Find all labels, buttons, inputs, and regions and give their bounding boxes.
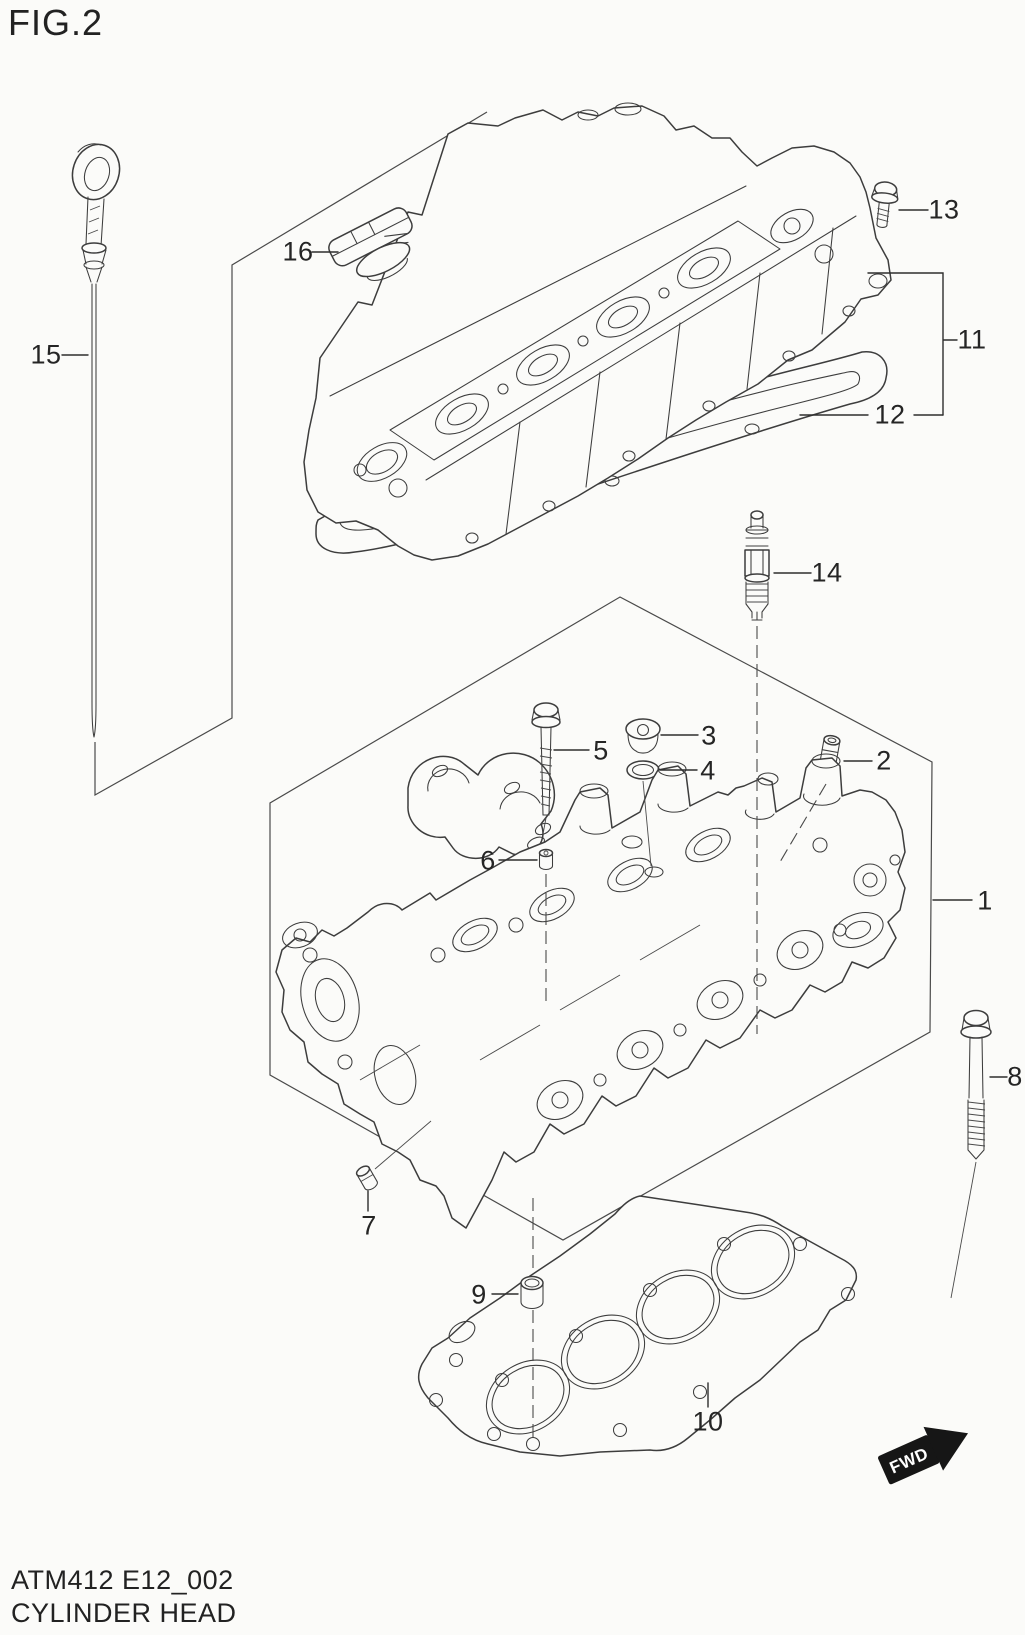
- plug-tube-hole: [621, 835, 643, 849]
- bracket-11: [867, 272, 958, 416]
- callout-label-4: 4: [700, 755, 716, 786]
- callout-label-16: 16: [282, 236, 314, 267]
- cover-end-boss: [814, 244, 834, 264]
- bolt-13-drawing: [871, 181, 899, 228]
- dipstick-drawing: [71, 143, 121, 738]
- callout-label-9: 9: [471, 1279, 487, 1310]
- cam-cap-drawing: [407, 752, 556, 860]
- sealing-cap-drawing: [625, 718, 661, 754]
- valve-cover-drawing: [303, 102, 892, 561]
- cover-bolt-hole: [497, 383, 509, 395]
- cover-front-ribs: [505, 227, 834, 535]
- cylinder-head-outline: [275, 757, 906, 1229]
- group-boundary-lines: [94, 111, 933, 1241]
- cover-far-edge: [329, 185, 747, 397]
- head-group-boundary: [269, 596, 933, 1241]
- cover-bolt-hole: [658, 287, 670, 299]
- cylinder-head-drawing: [275, 753, 906, 1229]
- center-lines: [374, 626, 977, 1440]
- callout-label-11: 11: [957, 324, 987, 355]
- callout-label-2: 2: [876, 745, 892, 776]
- spark-plug-drawing: [744, 510, 770, 621]
- dipstick-group-boundary: [94, 111, 488, 797]
- callout-label-10: 10: [692, 1406, 724, 1437]
- cover-left-boss: [353, 463, 367, 477]
- cover-left-boss: [388, 478, 408, 498]
- callout-label-5: 5: [593, 735, 609, 766]
- o-ring-drawing: [626, 760, 660, 780]
- bolt-8-centerline: [950, 1161, 977, 1299]
- plug-7-pointer: [374, 1120, 432, 1170]
- callout-label-14: 14: [811, 557, 843, 588]
- leader-lines: [61, 209, 1008, 1408]
- dowel-9-drawing: [520, 1275, 544, 1309]
- head-gasket-holes: [428, 1236, 856, 1452]
- callout-label-8: 8: [1007, 1061, 1023, 1092]
- gasket-tab: [744, 423, 760, 435]
- oil-filler-neck-inner: [365, 449, 399, 475]
- cover-top-bump: [614, 102, 642, 116]
- cover-end-opening: [770, 208, 814, 244]
- cover-near-edge: [425, 215, 857, 481]
- figure-code: ATM412 E12_002: [11, 1565, 234, 1595]
- fwd-arrow: FWD: [878, 1426, 969, 1485]
- callout-label-6: 6: [480, 845, 496, 876]
- cap-seat-hole: [644, 866, 664, 878]
- cover-flange-holes: [465, 305, 856, 544]
- cover-top-bump: [577, 109, 599, 121]
- plug-7-drawing: [355, 1165, 378, 1191]
- cover-ear-hole: [868, 273, 888, 289]
- bolt-5-drawing: [531, 702, 561, 835]
- head-side-ports: [536, 923, 847, 1121]
- cover-bolt-hole: [577, 335, 589, 347]
- head-gasket-drawing: [417, 1195, 858, 1457]
- oil-cap-drawing: [328, 207, 413, 281]
- callout-label-13: 13: [928, 194, 960, 225]
- cover-plug-openings: [435, 247, 731, 435]
- valve-guide-centerline: [779, 783, 827, 863]
- valve-cover-outline: [303, 105, 892, 561]
- head-gasket-bores: [485, 1224, 796, 1435]
- cover-end-opening-inner: [783, 217, 801, 235]
- callout-label-12: 12: [874, 399, 906, 430]
- cover-recess: [389, 220, 781, 461]
- figure-caption: CYLINDER HEAD: [11, 1598, 237, 1628]
- cap-oring-centerline: [642, 780, 652, 867]
- fwd-arrow-head: [923, 1426, 969, 1471]
- callout-label-15: 15: [30, 339, 62, 370]
- bolt-8-drawing: [960, 1009, 992, 1160]
- figure-number: FIG.2: [8, 2, 104, 43]
- pin-6-drawing: [538, 848, 554, 871]
- head-lifter-bores: [452, 827, 731, 953]
- fwd-arrow-tail: [878, 1435, 940, 1485]
- callout-label-7: 7: [361, 1210, 377, 1241]
- callout-label-3: 3: [701, 720, 717, 751]
- callout-label-1: 1: [977, 885, 993, 916]
- head-gasket-outline: [417, 1195, 858, 1457]
